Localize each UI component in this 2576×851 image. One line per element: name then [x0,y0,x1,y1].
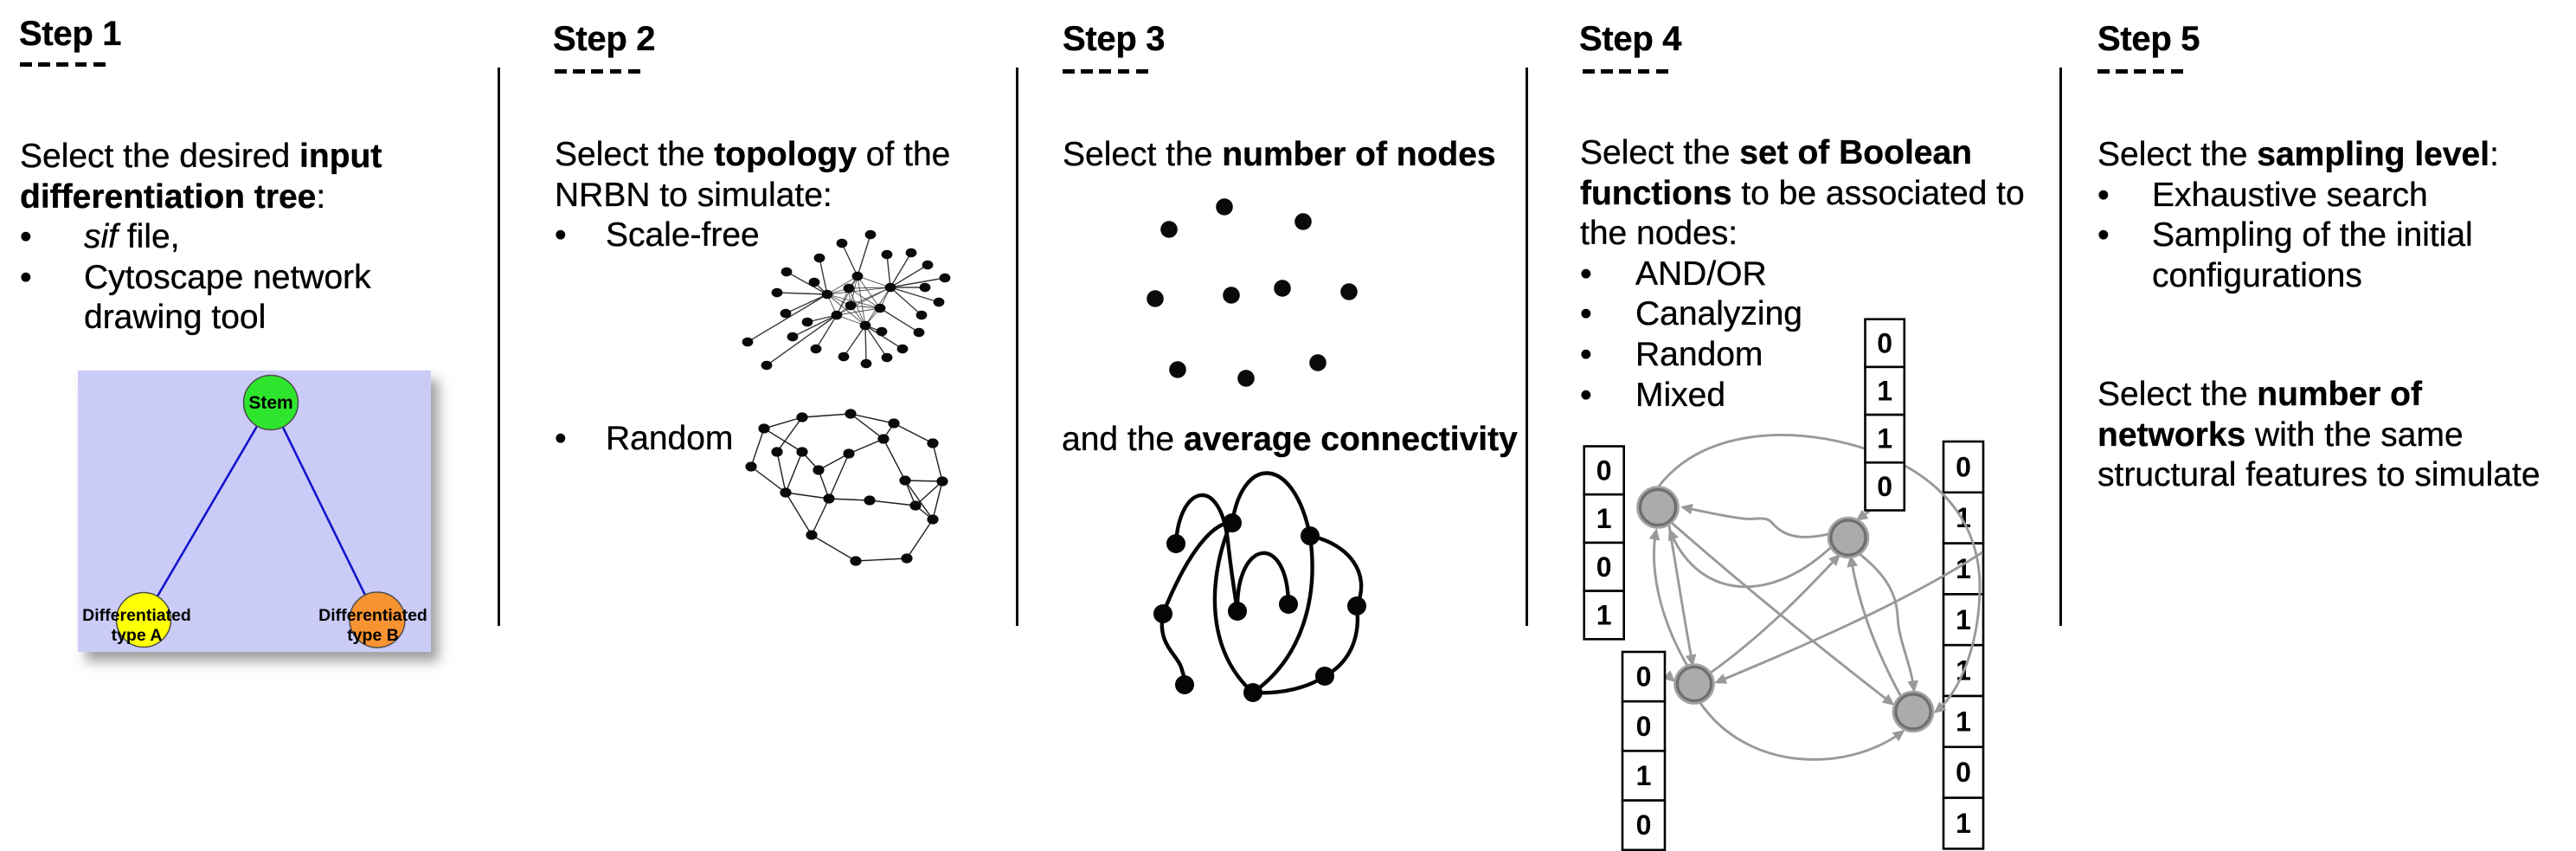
svg-text:0: 0 [1877,327,1892,358]
svg-text:1: 1 [1877,376,1892,407]
svg-text:type B: type B [347,626,399,645]
svg-text:1: 1 [1636,760,1652,791]
svg-text:0: 0 [1956,757,1971,788]
svg-text:1: 1 [1877,423,1892,455]
svg-text:1: 1 [1596,503,1612,534]
svg-text:Stem: Stem [248,393,292,413]
svg-text:1: 1 [1956,808,1971,839]
svg-text:1: 1 [1956,604,1971,635]
svg-text:type A: type A [112,626,163,645]
svg-text:1: 1 [1596,599,1612,630]
svg-text:0: 0 [1596,551,1612,583]
svg-text:0: 0 [1636,809,1652,841]
svg-text:Differentiated: Differentiated [318,606,427,625]
svg-text:0: 0 [1636,661,1652,693]
svg-text:1: 1 [1956,706,1971,737]
svg-text:0: 0 [1636,711,1652,742]
svg-text:0: 0 [1877,471,1892,502]
svg-text:Differentiated: Differentiated [82,606,191,625]
svg-text:0: 0 [1596,455,1612,486]
svg-text:0: 0 [1956,451,1971,482]
